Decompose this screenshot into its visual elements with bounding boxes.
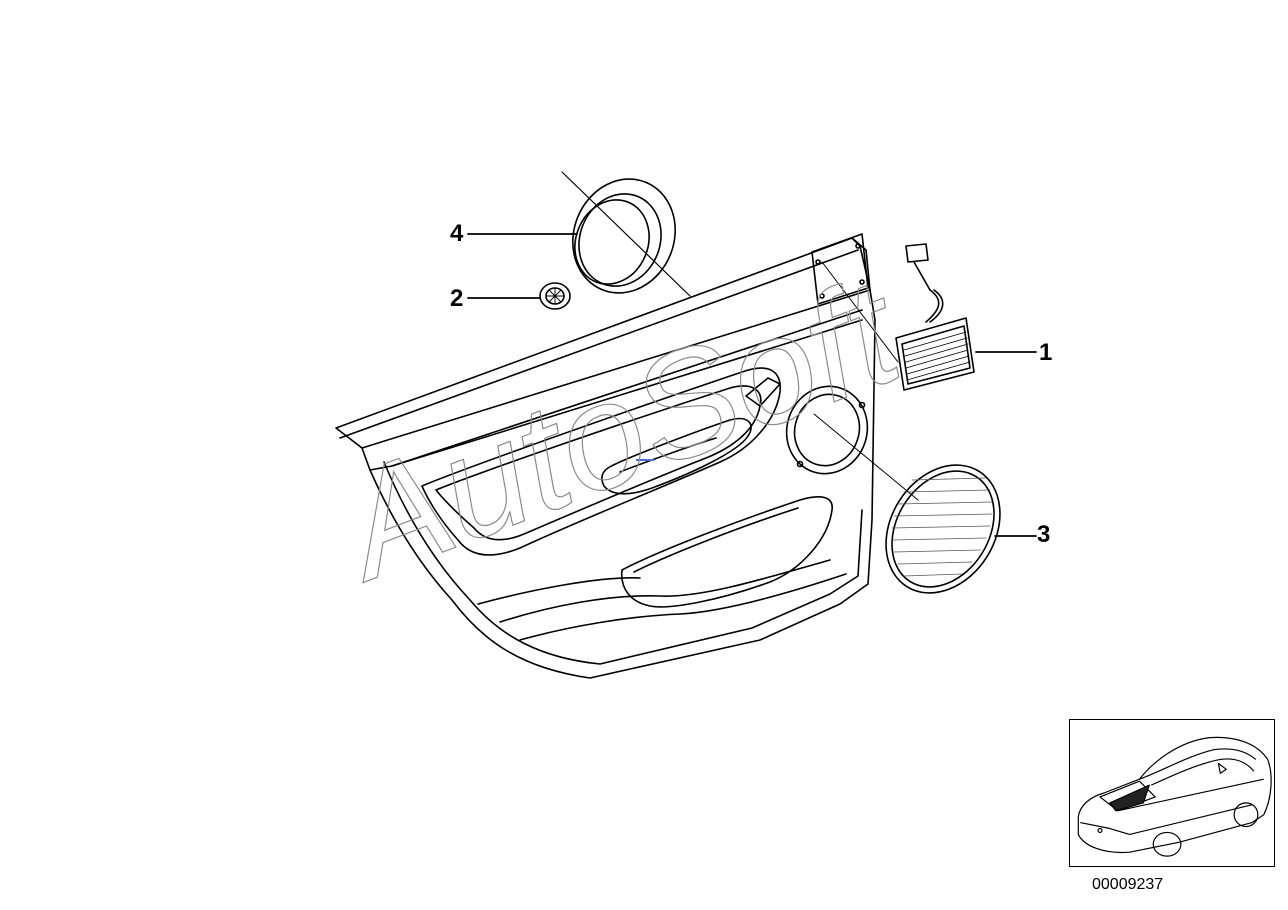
callout-1: 1: [1039, 339, 1053, 366]
part-2-grommet: [467, 282, 571, 310]
part-1-tweeter: [821, 243, 1037, 391]
vehicle-location-inset: [1069, 719, 1275, 867]
callout-3: 3: [1037, 521, 1051, 548]
car-icon: [1077, 736, 1272, 857]
callout-4: 4: [450, 220, 464, 247]
part-3-grille: [813, 413, 1037, 594]
callout-2: 2: [450, 285, 464, 312]
part-4-ring: [467, 171, 691, 297]
door-trim-panel: [335, 233, 876, 679]
diagram-number: 00009237: [1092, 876, 1164, 893]
